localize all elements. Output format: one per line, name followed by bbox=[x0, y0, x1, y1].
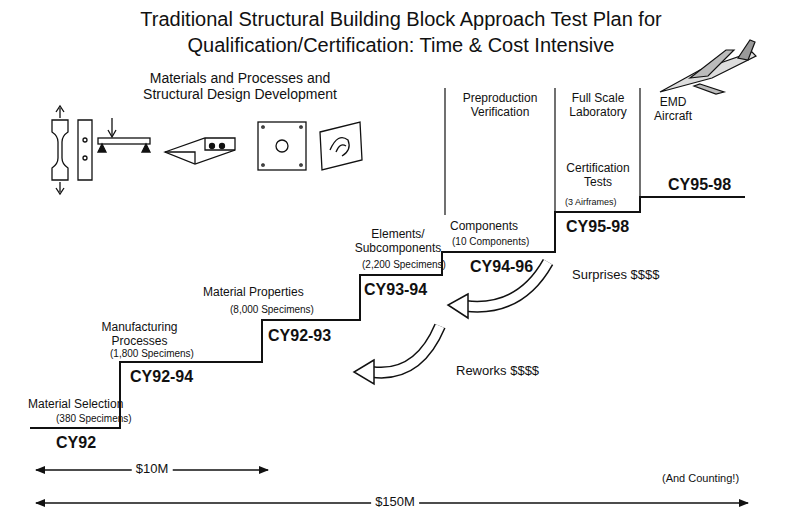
callout-note: Surprises $$$$ bbox=[572, 268, 659, 283]
step-label: Components bbox=[450, 220, 518, 234]
year-label: CY95-98 bbox=[566, 218, 629, 236]
step-label: Elements/ Subcomponents bbox=[350, 228, 446, 256]
column-heading: Full Scale Laboratory bbox=[557, 92, 639, 120]
year-label: CY94-96 bbox=[470, 258, 533, 276]
note: (And Counting!) bbox=[662, 472, 739, 485]
step-label: Certification Tests bbox=[557, 162, 639, 190]
cost-label: $150M bbox=[371, 495, 419, 510]
column-heading: EMD Aircraft bbox=[645, 96, 701, 124]
step-label: Manufacturing Processes bbox=[92, 321, 187, 349]
column-heading: Preproduction Verification bbox=[447, 92, 553, 120]
specimen-count: (3 Airframes) bbox=[565, 197, 617, 207]
specimen-count: (8,000 Specimens) bbox=[230, 304, 314, 316]
cost-label: $10M bbox=[132, 462, 173, 477]
year-label: CY92-93 bbox=[268, 327, 331, 345]
specimen-count: (10 Components) bbox=[452, 236, 529, 248]
section-heading: Materials and Processes and Structural D… bbox=[140, 70, 340, 102]
step-label: Material Selection bbox=[28, 398, 123, 412]
year-label: CY92 bbox=[56, 434, 96, 452]
year-label: CY93-94 bbox=[364, 281, 427, 299]
specimen-count: (380 Specimens) bbox=[56, 413, 132, 425]
callout-note: Reworks $$$$ bbox=[456, 364, 539, 379]
specimen-count: (2,200 Specimens) bbox=[362, 259, 446, 271]
year-label: CY95-98 bbox=[668, 176, 731, 194]
chart-title: Traditional Structural Building Block Ap… bbox=[136, 6, 666, 58]
specimen-count: (1,800 Specimens) bbox=[110, 348, 194, 360]
step-label: Material Properties bbox=[203, 286, 304, 300]
year-label: CY92-94 bbox=[130, 368, 193, 386]
